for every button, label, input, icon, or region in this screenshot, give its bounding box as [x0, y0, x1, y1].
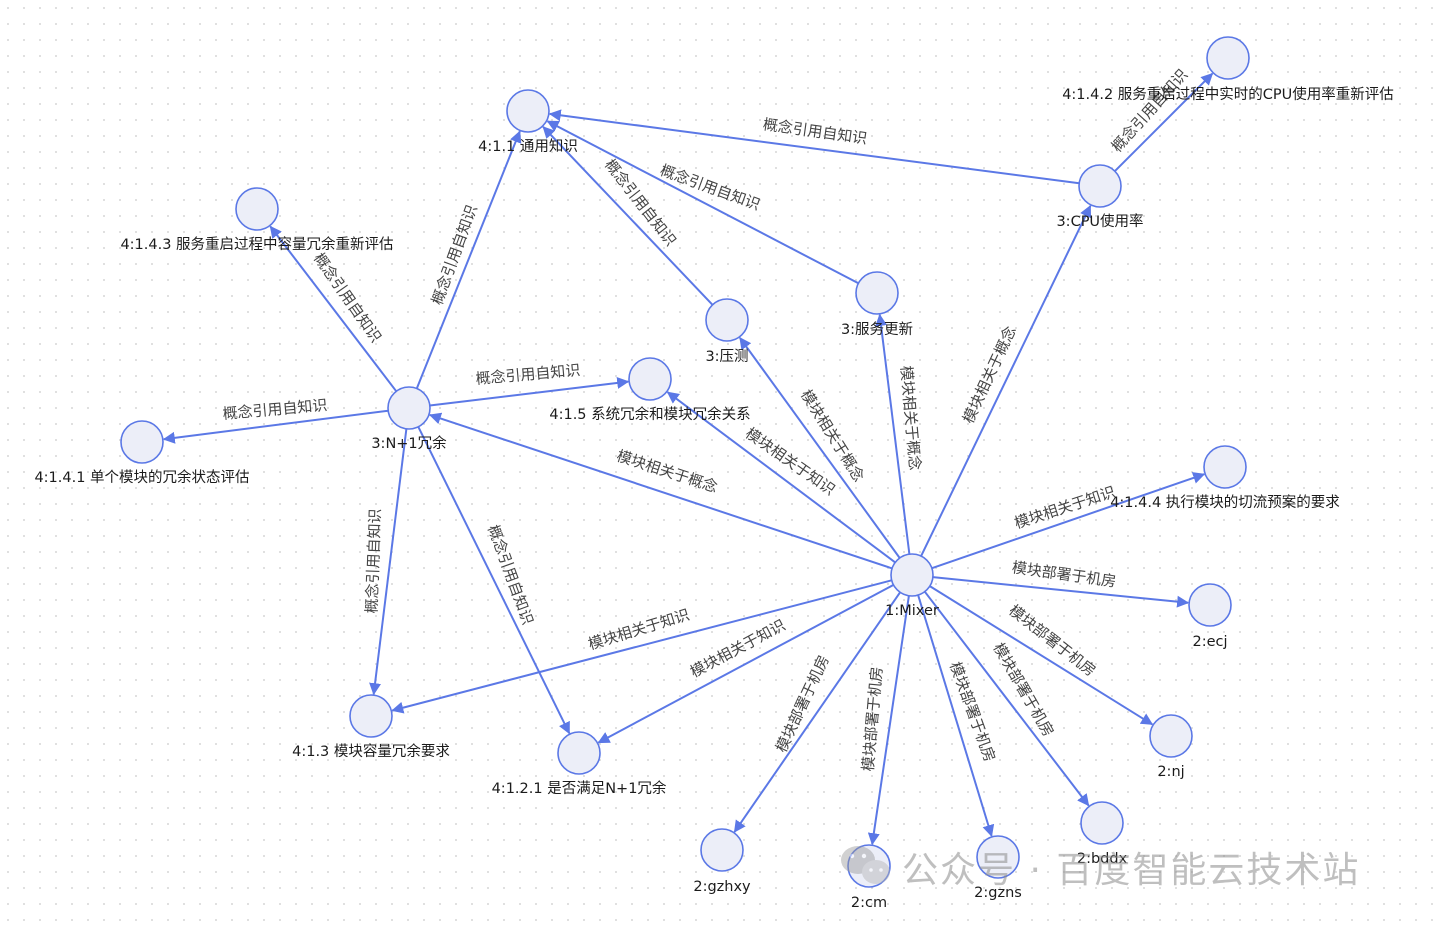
node-satisfy_n1[interactable]: 4:1.2.1 是否满足N+1冗余 [492, 731, 667, 797]
node-service_update[interactable]: 3:服务更新 [841, 271, 913, 338]
node-circle[interactable] [890, 553, 934, 597]
node-gzhxy[interactable]: 2:gzhxy [693, 828, 751, 895]
node-label: 2:nj [1157, 764, 1184, 780]
edge-mixer-to-nj[interactable] [929, 585, 1154, 726]
node-capacity_reeval[interactable]: 4:1.4.3 服务重启过程中容量冗余重新评估 [120, 187, 394, 253]
node-circle[interactable] [1206, 36, 1250, 80]
node-general_knowledge[interactable]: 4:1.1 通用知识 [478, 89, 578, 155]
node-circle[interactable] [847, 844, 891, 888]
node-mixer[interactable]: 1:Mixer [885, 553, 939, 619]
node-cm[interactable]: 2:cm [847, 844, 891, 911]
node-circle[interactable] [120, 420, 164, 464]
node-module_capacity[interactable]: 4:1.3 模块容量冗余要求 [292, 694, 450, 760]
node-label: 4:1.4.3 服务重启过程中容量冗余重新评估 [120, 235, 393, 253]
node-ecj[interactable]: 2:ecj [1188, 583, 1232, 650]
edge-mixer-to-cpu_usage[interactable] [920, 204, 1092, 557]
node-circle[interactable] [506, 89, 550, 133]
node-bddx[interactable]: 2:bddx [1077, 801, 1128, 867]
nodes-layer: 4:1.1 通用知识 4:1.4.2 服务重启过程中实时的CPU使用率重新评估 3:… [34, 36, 1394, 911]
node-label: 4:1.4.4 执行模块的切流预案的要求 [1110, 493, 1340, 511]
node-circle[interactable] [628, 357, 672, 401]
edge-mixer-to-system_module_relation[interactable] [666, 391, 896, 564]
edges-layer [162, 72, 1214, 846]
node-label: 4:1.5 系统冗余和模块冗余关系 [549, 405, 750, 423]
edge-cpu_usage-to-general_knowledge[interactable] [548, 109, 1080, 185]
node-circle[interactable] [976, 835, 1020, 879]
node-circle[interactable] [1203, 445, 1247, 489]
edge-mixer-to-module_capacity[interactable] [391, 579, 892, 714]
edge-n1_redundancy-to-general_knowledge[interactable] [415, 130, 522, 389]
node-nj[interactable]: 2:nj [1149, 714, 1193, 780]
edge-mixer-to-gzns[interactable] [917, 594, 995, 837]
node-stress_test[interactable]: 3:压测 [705, 298, 749, 365]
edge-mixer-to-failover_plan[interactable] [931, 472, 1206, 570]
node-label: 3:服务更新 [841, 321, 913, 338]
watermark-text: 公众号 · 百度智能云技术站 [902, 850, 1360, 891]
node-label: 2:bddx [1077, 851, 1128, 867]
node-circle[interactable] [855, 271, 899, 315]
node-system_module_relation[interactable]: 4:1.5 系统冗余和模块冗余关系 [549, 357, 751, 423]
node-cpu_reeval[interactable]: 4:1.4.2 服务重启过程中实时的CPU使用率重新评估 [1062, 36, 1394, 103]
node-circle[interactable] [557, 731, 601, 775]
edge-mixer-to-n1_redundancy[interactable] [428, 412, 893, 570]
node-circle[interactable] [705, 298, 749, 342]
node-label: 1:Mixer [885, 603, 939, 619]
node-single_module_eval[interactable]: 4:1.4.1 单个模块的冗余状态评估 [34, 420, 250, 486]
node-circle[interactable] [387, 386, 431, 430]
node-circle[interactable] [235, 187, 279, 231]
node-circle[interactable] [349, 694, 393, 738]
node-label: 4:1.3 模块容量冗余要求 [292, 742, 450, 760]
node-label: 3:N+1冗余 [371, 434, 447, 452]
edge-n1_redundancy-to-module_capacity[interactable] [369, 428, 408, 696]
node-label: 4:1.1 通用知识 [478, 138, 578, 155]
node-circle[interactable] [700, 828, 744, 872]
edge-mixer-to-stress_test[interactable] [739, 336, 901, 559]
edge-service_update-to-general_knowledge[interactable] [546, 120, 859, 285]
edge-mixer-to-gzhxy[interactable] [733, 591, 901, 833]
edge-mixer-to-cm[interactable] [867, 595, 910, 846]
edge-n1_redundancy-to-satisfy_n1[interactable] [417, 426, 571, 735]
wechat-icon [841, 846, 890, 884]
edge-mixer-to-ecj[interactable] [932, 576, 1190, 608]
node-label: 2:gzns [974, 885, 1022, 901]
node-circle[interactable] [1188, 583, 1232, 627]
node-label: 2:gzhxy [693, 879, 751, 895]
node-label: 2:ecj [1192, 634, 1227, 650]
edge-stress_test-to-general_knowledge[interactable] [542, 126, 714, 306]
node-n1_redundancy[interactable]: 3:N+1冗余 [371, 386, 447, 452]
edge-n1_redundancy-to-single_module_eval[interactable] [162, 409, 389, 444]
node-label: 3:CPU使用率 [1056, 213, 1143, 230]
node-label: 4:1.4.2 服务重启过程中实时的CPU使用率重新评估 [1062, 86, 1394, 103]
node-label: 2:cm [851, 895, 887, 911]
watermark: 公众号 · 百度智能云技术站 [841, 846, 1360, 891]
node-label: 4:1.4.1 单个模块的冗余状态评估 [34, 468, 249, 486]
node-label: 4:1.2.1 是否满足N+1冗余 [492, 779, 667, 797]
edge-mixer-to-satisfy_n1[interactable] [597, 584, 894, 744]
node-label: 3:压测 [705, 348, 748, 365]
edge-n1_redundancy-to-system_module_relation[interactable] [429, 376, 630, 407]
node-circle[interactable] [1149, 714, 1193, 758]
edge-cpu_usage-to-cpu_reeval[interactable] [1114, 72, 1214, 172]
node-failover_plan[interactable]: 4:1.4.4 执行模块的切流预案的要求 [1110, 445, 1340, 511]
node-cpu_usage[interactable]: 3:CPU使用率 [1056, 164, 1144, 230]
node-gzns[interactable]: 2:gzns [974, 835, 1022, 901]
edge-mixer-to-bddx[interactable] [924, 591, 1090, 807]
edge-label: 概念引用自知识 [363, 508, 385, 614]
edge-n1_redundancy-to-capacity_reeval[interactable] [269, 225, 398, 392]
edge-mixer-to-service_update[interactable] [875, 313, 911, 555]
node-circle[interactable] [1078, 164, 1122, 208]
node-circle[interactable] [1080, 801, 1124, 845]
